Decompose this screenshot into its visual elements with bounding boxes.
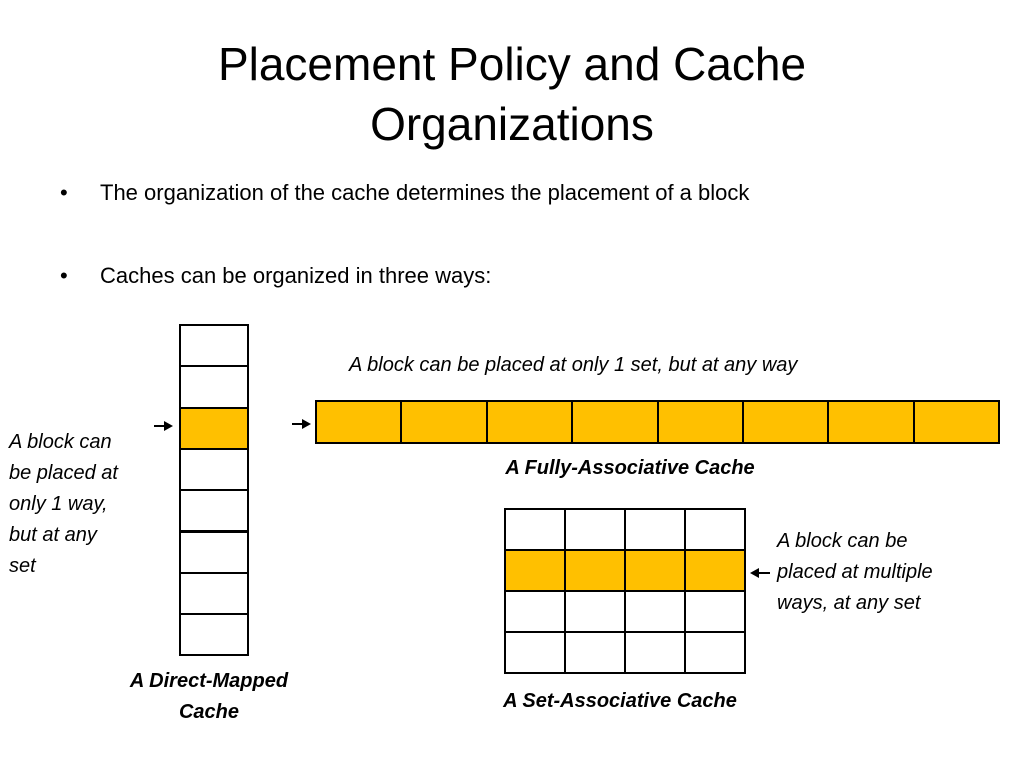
set-associative-cell [564,549,626,592]
fully-associative-note: A block can be placed at only 1 set, but… [349,354,798,376]
direct-mapped-cell [179,447,249,492]
direct-mapped-note-line: be placed at [9,462,118,484]
set-associative-cell [684,590,746,633]
direct-mapped-cell [179,613,249,657]
set-associative-cell [564,508,626,551]
fully-associative-cell [485,400,574,444]
direct-mapped-note-line: A block can [9,431,112,453]
set-associative-cell [504,631,566,674]
direct-mapped-arrow-icon [154,421,173,431]
fully-associative-cell [656,400,744,444]
direct-mapped-cell [179,530,249,574]
set-associative-cell [624,549,686,592]
set-associative-cell [504,508,566,551]
direct-mapped-caption: A Direct-Mapped Cache [100,666,318,728]
direct-mapped-note-line: but at any [9,524,97,546]
bullet-item-1: • The organization of the cache determine… [60,180,749,206]
set-associative-cell [504,549,566,592]
set-associative-note-line: ways, at any set [777,592,921,614]
set-associative-arrow-icon [750,568,770,578]
title-line-1: Placement Policy and Cache [217,38,807,90]
slide-title: Placement Policy and Cache Organizations [0,34,1024,154]
fully-associative-caption: A Fully-Associative Cache [505,457,755,479]
direct-mapped-note-line: set [9,555,36,577]
fully-associative-cell [571,400,659,444]
fully-associative-arrow-icon [292,419,311,429]
set-associative-caption: A Set-Associative Cache [503,690,737,712]
fully-associative-cell [827,400,915,444]
set-associative-cell [624,508,686,551]
direct-mapped-cell [179,571,249,616]
set-associative-cell [564,590,626,633]
set-associative-cell [624,590,686,633]
fully-associative-cell [400,400,488,444]
set-associative-cell [564,631,626,674]
set-associative-note: A block can be placed at multiple ways, … [777,526,933,619]
set-associative-note-line: placed at multiple [777,561,933,583]
bullet-item-2: • Caches can be organized in three ways: [60,263,491,289]
direct-mapped-cell [179,365,249,409]
set-associative-cell [684,508,746,551]
set-associative-note-line: A block can be [777,530,908,552]
fully-associative-cell [315,400,403,444]
set-associative-cell [504,590,566,633]
bullet-glyph: • [60,180,68,205]
set-associative-cell [624,631,686,674]
bullet-text-2: Caches can be organized in three ways: [100,263,492,288]
direct-mapped-cell [179,489,249,533]
fully-associative-cell [912,400,1001,444]
direct-mapped-note-line: only 1 way, [9,493,108,515]
direct-mapped-cell [179,324,249,368]
bullet-glyph: • [60,263,68,288]
direct-mapped-caption-line: Cache [178,701,240,723]
direct-mapped-note: A block can be placed at only 1 way, but… [9,427,118,582]
direct-mapped-caption-line: A Direct-Mapped [129,670,289,692]
bullet-text-1: The organization of the cache determines… [100,180,750,205]
title-line-2: Organizations [370,98,654,150]
fully-associative-cell [742,400,830,444]
direct-mapped-cell [179,406,249,450]
set-associative-cell [684,549,746,592]
set-associative-cell [684,631,746,674]
